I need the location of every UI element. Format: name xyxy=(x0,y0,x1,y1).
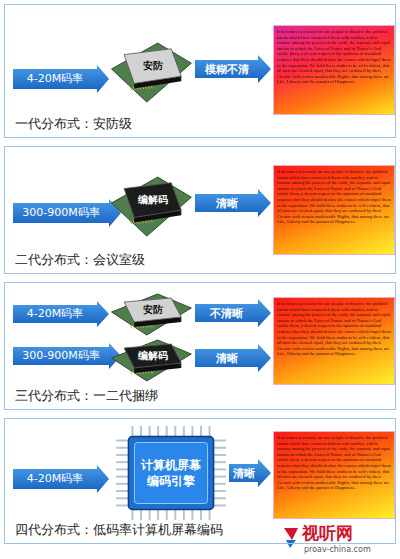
panel-caption: 二代分布式：会议室级 xyxy=(15,252,145,268)
flow-arrow xyxy=(195,55,271,83)
bitrate-label: 300-900M码率 xyxy=(13,343,121,369)
logo-icon xyxy=(284,528,298,548)
panel-caption: 三代分布式：一二代捆绑 xyxy=(15,388,158,404)
flow-arrow xyxy=(195,189,271,217)
bitrate-arrow: 4-20M码率 xyxy=(13,465,109,493)
bitrate-arrow: 4-20M码率 xyxy=(13,65,109,93)
chip-label: 编解码 xyxy=(138,194,168,206)
flow-arrow xyxy=(229,459,271,487)
arrow-label: 清晰 xyxy=(216,351,238,366)
generation-panel: 一代分布式：安防级 4-20M码率 安防 It becomes necessary f… xyxy=(4,4,396,138)
screen-text: It becomes necessary for one people to d… xyxy=(277,169,391,225)
codec-chip: 安防 xyxy=(109,287,193,337)
generation-panel: 二代分布式：会议室级 300-900M码率 编解码 It becomes necess… xyxy=(4,146,396,274)
chip-label: 安防 xyxy=(143,304,163,316)
watermark-logo: 视听网 xyxy=(300,523,355,543)
watermark-url: proav-china.com xyxy=(304,545,371,555)
display-screen: It becomes necessary for one people to d… xyxy=(273,297,395,385)
panel-caption: 四代分布式：低码率计算机屏幕编码 xyxy=(15,522,223,538)
chip-label: 计算机屏幕 编码引擎 xyxy=(136,457,206,489)
screen-text: It becomes necessary for one people to d… xyxy=(277,29,391,85)
display-screen: It becomes necessary for one people to d… xyxy=(273,165,395,255)
flow-arrow xyxy=(195,299,271,327)
arrow-label: 模糊不清 xyxy=(205,62,249,77)
display-screen: It becomes necessary for one people to d… xyxy=(273,25,395,115)
bitrate-label: 4-20M码率 xyxy=(13,301,109,327)
bitrate-label: 4-20M码率 xyxy=(13,465,109,493)
bitrate-arrow: 4-20M码率 xyxy=(13,301,109,327)
chip-drawing xyxy=(115,425,227,521)
chip-label: 安防 xyxy=(143,60,163,72)
screen-text: It becomes necessary for one people to d… xyxy=(277,301,391,357)
codec-chip: 编解码 xyxy=(109,333,193,383)
display-screen: It becomes necessary for one people to d… xyxy=(273,431,395,519)
panel-caption: 一代分布式：安防级 xyxy=(15,116,132,132)
chip-label: 编解码 xyxy=(138,350,168,362)
generation-panel: 三代分布式：一二代捆绑 4-20M码率 300-900M码率 安防编解码 It beco… xyxy=(4,282,396,410)
screen-encoder-chip: 计算机屏幕 编码引擎 xyxy=(115,425,227,521)
screen-text: It becomes necessary for one people to d… xyxy=(277,435,391,491)
codec-chip: 安防 xyxy=(109,33,193,105)
arrow-label: 不清晰 xyxy=(210,306,243,321)
bitrate-arrow: 300-900M码率 xyxy=(13,199,121,227)
arrow-label: 清晰 xyxy=(216,196,238,211)
bitrate-label: 300-900M码率 xyxy=(13,199,121,227)
arrow-label: 清晰 xyxy=(233,466,255,481)
codec-chip: 编解码 xyxy=(109,167,193,239)
flow-arrow xyxy=(195,344,271,372)
bitrate-label: 4-20M码率 xyxy=(13,65,109,93)
bitrate-arrow: 300-900M码率 xyxy=(13,343,121,369)
